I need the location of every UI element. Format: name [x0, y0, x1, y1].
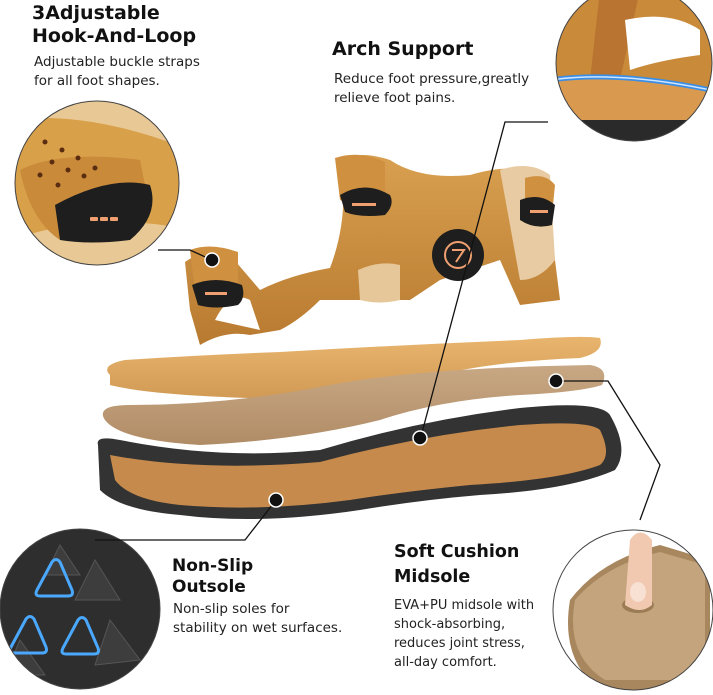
non-slip-title-line1: Non-Slip [172, 556, 254, 576]
cushion-description: EVA+PU midsole with shock-absorbing, red… [394, 596, 534, 672]
cushion-desc-line3: reduces joint stress, [394, 636, 525, 651]
non-slip-desc-line2: stability on wet surfaces. [173, 620, 343, 636]
hook-loop-detail-circle [14, 100, 180, 266]
arch-support-desc-line2: relieve foot pains. [334, 90, 456, 106]
cushion-title: Soft Cushion Midsole [394, 540, 519, 590]
sandal-upper [185, 154, 560, 345]
outsole-layer [97, 405, 622, 519]
insole-layer [107, 336, 601, 399]
outsole-detail-circle [0, 528, 161, 690]
cushion-desc-line2: shock-absorbing, [394, 617, 506, 632]
hook-loop-title: 3Adjustable Hook-And-Loop [32, 2, 196, 48]
midsole-layer [102, 365, 605, 445]
non-slip-title: Non-Slip Outsole [172, 556, 253, 598]
arch-support-detail-circle [555, 0, 713, 142]
hook-loop-title-line2: Hook-And-Loop [32, 25, 197, 47]
arch-support-description: Reduce foot pressure,greatly relieve foo… [334, 70, 529, 108]
arch-support-title: Arch Support [332, 38, 474, 60]
non-slip-desc-line1: Non-slip soles for [173, 601, 290, 617]
hook-loop-description: Adjustable buckle straps for all foot sh… [34, 53, 200, 91]
non-slip-title-line2: Outsole [172, 577, 246, 597]
cushion-desc-line4: all-day comfort. [394, 655, 497, 670]
hook-loop-desc-line2: for all foot shapes. [34, 73, 160, 89]
cushion-desc-line1: EVA+PU midsole with [394, 598, 535, 613]
hook-loop-title-line1: 3Adjustable [32, 2, 160, 24]
cushion-title-line2: Midsole [394, 567, 471, 587]
arch-support-desc-line1: Reduce foot pressure,greatly [334, 71, 530, 87]
callout-lines [95, 121, 661, 541]
callout-dots [204, 252, 564, 508]
hook-loop-desc-line1: Adjustable buckle straps [34, 54, 200, 70]
non-slip-description: Non-slip soles for stability on wet surf… [173, 600, 342, 638]
cushion-detail-circle [552, 529, 713, 691]
cushion-title-line1: Soft Cushion [394, 542, 520, 562]
